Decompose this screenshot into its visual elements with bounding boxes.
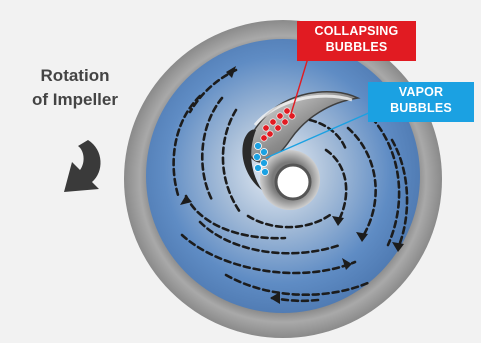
bubble: [289, 113, 295, 119]
bubble: [275, 125, 281, 131]
vapor-tag-line2: BUBBLES: [376, 100, 466, 116]
bubble: [254, 154, 261, 161]
bubble: [255, 165, 262, 172]
bubble: [277, 113, 283, 119]
bubble: [284, 108, 290, 114]
bubble: [261, 135, 267, 141]
curved-rotation-arrow: [64, 140, 101, 192]
bubble: [261, 149, 268, 156]
collapsing-tag-line1: COLLAPSING: [305, 23, 408, 39]
rotation-label-line1: Rotation: [6, 64, 144, 88]
vapor-bubbles-tag: VAPOR BUBBLES: [368, 82, 474, 122]
bubble: [270, 119, 276, 125]
bubble: [255, 143, 262, 150]
vapor-tag-line1: VAPOR: [376, 84, 466, 100]
bubble: [262, 169, 269, 176]
bubble: [261, 160, 268, 167]
rotation-label: Rotation of Impeller: [6, 64, 144, 112]
rotation-label-line2: of Impeller: [6, 88, 144, 112]
bubble: [282, 119, 288, 125]
impeller-shaft: [276, 165, 310, 199]
bubble: [263, 125, 269, 131]
collapsing-bubbles-tag: COLLAPSING BUBBLES: [297, 21, 416, 61]
bubble: [267, 131, 273, 137]
collapsing-tag-line2: BUBBLES: [305, 39, 408, 55]
